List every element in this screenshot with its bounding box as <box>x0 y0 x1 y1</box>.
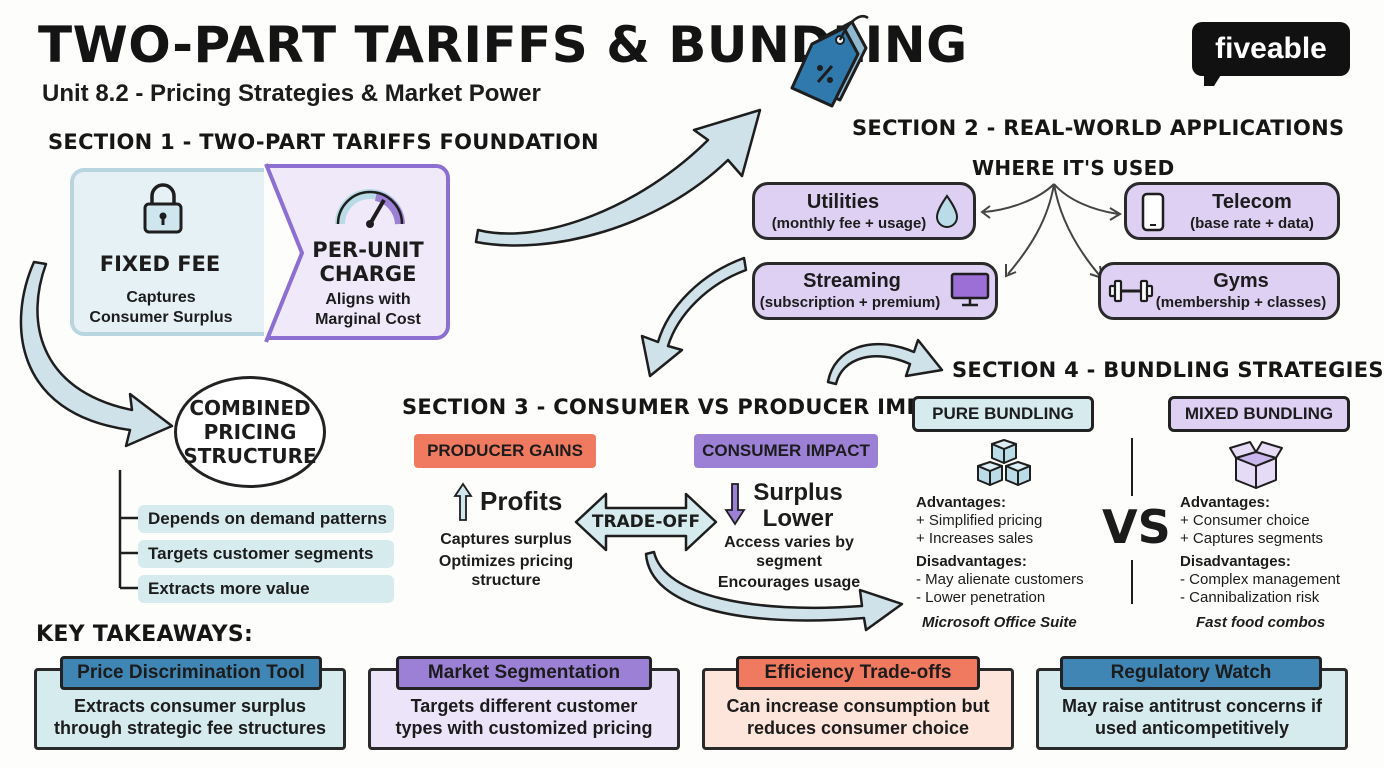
consumer-lower: Lower <box>762 505 834 532</box>
takeaway-3-line-2: reduces consumer choice <box>746 718 970 738</box>
mixed-example: Fast food combos <box>1196 614 1326 631</box>
pure-dis-2: - Lower penetration <box>916 589 1046 606</box>
takeaway-1-line-2: through strategic fee structures <box>53 718 327 738</box>
section-3-title: SECTION 3 - CONSUMER VS PRODUCER IMPACT <box>402 395 968 419</box>
where-used-label: WHERE IT'S USED <box>972 156 1175 180</box>
mixed-bundling-tag: MIXED BUNDLING <box>1168 396 1350 432</box>
tradeoff-label: TRADE-OFF <box>591 512 701 532</box>
bullet-connector <box>118 470 140 590</box>
streaming-detail: (subscription + premium) <box>759 294 941 311</box>
takeaway-4-line-1: May raise antitrust concerns if <box>1061 696 1323 716</box>
utilities-name: Utilities <box>806 191 880 213</box>
fixed-fee-desc-1: Captures <box>126 289 196 306</box>
arrow-to-section-4 <box>826 338 944 386</box>
takeaway-1-head: Price Discrimination Tool <box>60 656 322 690</box>
pure-adv-head: Advantages: <box>916 494 1007 511</box>
arrow-to-bundling <box>644 550 904 632</box>
producer-line-1: Captures surplus <box>440 531 572 548</box>
price-tag-icon <box>790 15 869 108</box>
section-4-title: SECTION 4 - BUNDLING STRATEGIES <box>952 358 1384 382</box>
curved-arrow-to-combined <box>19 260 174 448</box>
combined-line-1: COMBINED <box>189 396 311 420</box>
producer-line-2: Optimizes pricing <box>438 553 574 570</box>
combined-pricing-circle: COMBINED PRICING STRUCTURE <box>174 376 326 488</box>
pure-example: Microsoft Office Suite <box>922 614 1077 631</box>
fixed-fee-title: FIXED FEE <box>99 252 221 276</box>
telecom-detail: (base rate + data) <box>1190 215 1314 232</box>
arrow-up-icon <box>453 482 473 521</box>
takeaway-4-line-2: used anticompetitively <box>1094 718 1290 738</box>
takeaway-2-line-2: types with customized pricing <box>395 718 653 738</box>
takeaway-2-line-1: Targets different customer <box>410 696 638 716</box>
takeaway-3-line-1: Can increase consumption but <box>726 696 990 716</box>
mixed-bundling-details: Advantages: + Consumer choice + Captures… <box>1180 494 1370 607</box>
pure-adv-2: + Increases sales <box>916 530 1034 547</box>
producer-line-3: structure <box>471 572 541 589</box>
mixed-dis-head: Disadvantages: <box>1180 553 1291 570</box>
consumer-line-3: Encourages usage <box>717 574 861 591</box>
takeaway-2-head: Market Segmentation <box>396 656 652 690</box>
mixed-dis-1: - Complex management <box>1180 571 1341 588</box>
bullet-extracts-value: Extracts more value <box>138 575 394 603</box>
gyms-detail: (membership + classes) <box>1155 294 1327 311</box>
phone-icon <box>1141 192 1165 232</box>
streaming-name: Streaming <box>803 270 901 292</box>
branch-arrows <box>980 183 1122 280</box>
pure-adv-1: + Simplified pricing <box>916 512 1043 529</box>
stacked-boxes-icon <box>977 439 1031 486</box>
vs-label: VS <box>1102 500 1171 554</box>
padlock-icon <box>143 183 183 234</box>
mixed-adv-2: + Captures segments <box>1180 530 1323 547</box>
per-unit-title-1: PER-UNIT <box>312 238 424 262</box>
gyms-name: Gyms <box>1213 270 1269 292</box>
gauge-icon <box>335 189 405 228</box>
key-takeaways-title: KEY TAKEAWAYS: <box>36 622 254 647</box>
monitor-icon <box>950 272 990 307</box>
brand-logo: fiveable <box>1192 22 1350 76</box>
consumer-surplus: Surplus <box>753 479 843 506</box>
mixed-dis-2: - Cannibalization risk <box>1180 589 1320 606</box>
producer-gains-tag: PRODUCER GAINS <box>414 434 596 468</box>
brand-logo-tail <box>1204 70 1224 86</box>
section-1-title: SECTION 1 - TWO-PART TARIFFS FOUNDATION <box>48 130 599 154</box>
arrow-down-icon <box>724 483 746 526</box>
brand-name: fiveable <box>1215 32 1327 65</box>
arrow-to-section-3 <box>640 256 748 378</box>
mixed-adv-head: Advantages: <box>1180 494 1271 511</box>
bullet-customer-segments: Targets customer segments <box>138 540 394 568</box>
per-unit-desc-1: Aligns with <box>325 291 411 308</box>
takeaway-1-line-1: Extracts consumer surplus <box>73 696 307 716</box>
page-subtitle: Unit 8.2 - Pricing Strategies & Market P… <box>42 80 541 107</box>
consumer-line-2: segment <box>756 553 822 570</box>
utilities-detail: (monthly fee + usage) <box>771 215 927 232</box>
tradeoff-double-arrow <box>574 492 718 552</box>
arrow-to-section-2 <box>474 108 762 247</box>
pure-bundling-details: Advantages: + Simplified pricing + Incre… <box>916 494 1116 607</box>
telecom-name: Telecom <box>1212 191 1292 213</box>
consumer-impact-tag: CONSUMER IMPACT <box>694 434 878 468</box>
per-unit-title-2: CHARGE <box>319 262 417 286</box>
bullet-demand-patterns: Depends on demand patterns <box>138 505 394 533</box>
dumbbell-icon <box>1108 279 1154 303</box>
open-box-icon <box>1229 441 1283 489</box>
fixed-fee-desc-2: Consumer Surplus <box>89 309 233 326</box>
pure-dis-1: - May alienate customers <box>916 571 1084 588</box>
section-2-title: SECTION 2 - REAL-WORLD APPLICATIONS <box>852 116 1345 140</box>
mixed-adv-1: + Consumer choice <box>1180 512 1310 529</box>
takeaway-3-head: Efficiency Trade-offs <box>736 656 980 690</box>
pure-bundling-tag: PURE BUNDLING <box>912 396 1094 432</box>
combined-line-3: STRUCTURE <box>183 444 317 468</box>
pure-dis-head: Disadvantages: <box>916 553 1027 570</box>
per-unit-desc-2: Marginal Cost <box>315 311 421 328</box>
producer-profits: Profits <box>480 486 563 516</box>
combined-line-2: PRICING <box>203 420 297 444</box>
takeaway-4-head: Regulatory Watch <box>1060 656 1322 690</box>
vs-divider-line <box>1131 438 1133 604</box>
consumer-line-1: Access varies by <box>724 534 854 551</box>
chevron-divider <box>264 163 304 343</box>
water-drop-icon <box>935 194 959 228</box>
